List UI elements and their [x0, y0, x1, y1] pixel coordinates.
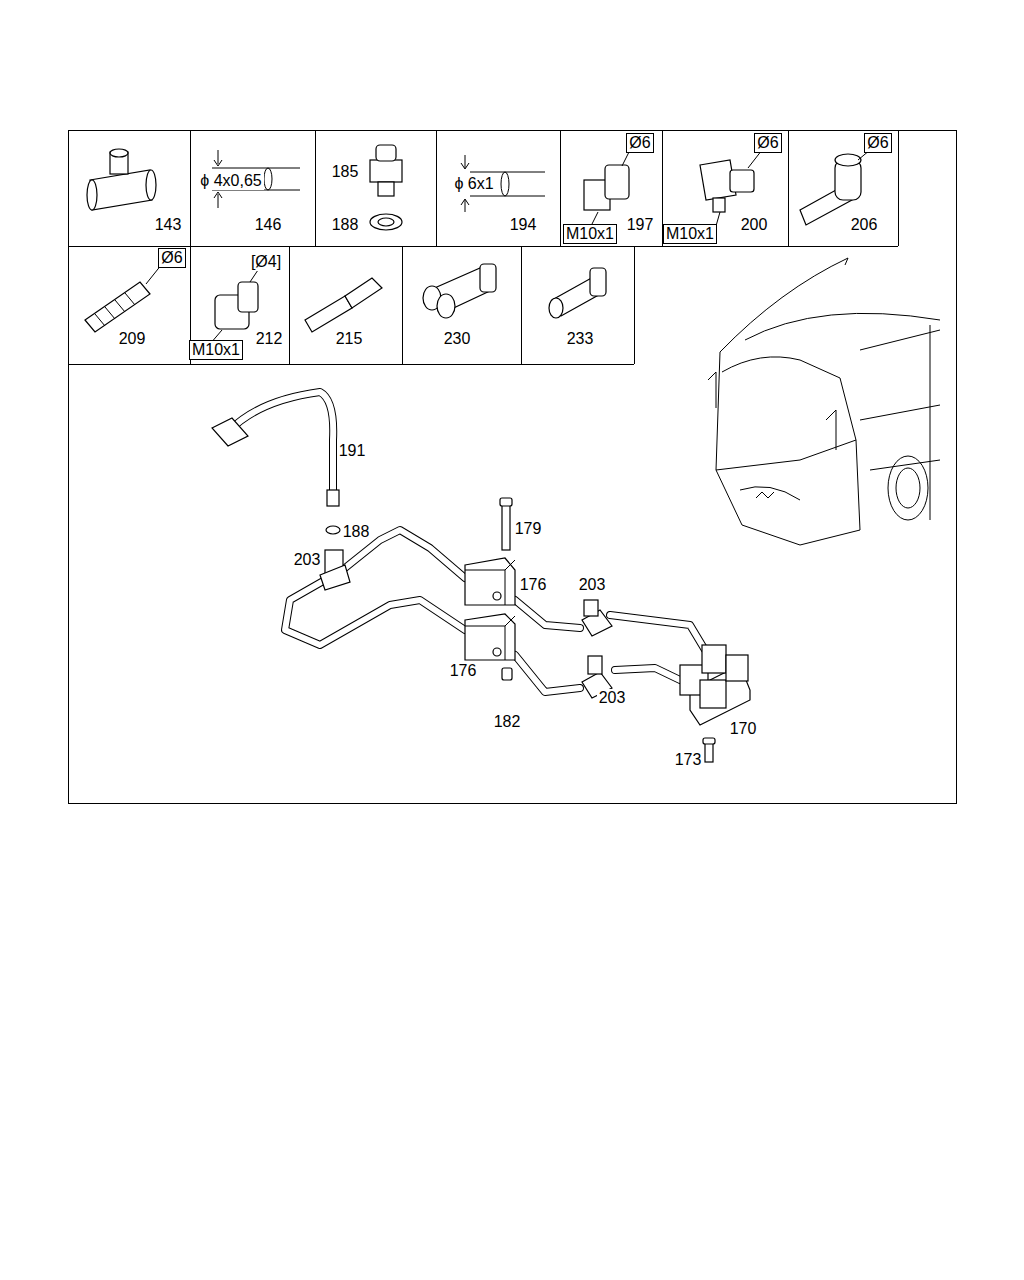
dimension-label: M10x1 [663, 224, 717, 244]
straight-connector [210, 270, 258, 344]
straight-fitting [584, 150, 630, 228]
elbow-connector [305, 278, 382, 332]
callout-number: [Ø4] [249, 253, 283, 271]
y-connector [423, 264, 496, 318]
callout-number: 170 [728, 720, 759, 738]
callout-number: 233 [565, 330, 596, 348]
callout-number: 215 [334, 330, 365, 348]
callout-number: 185 [330, 163, 361, 181]
callout-number: 143 [153, 216, 184, 234]
callout-number: 209 [117, 330, 148, 348]
pressure-switch [370, 145, 402, 230]
callout-number: 146 [253, 216, 284, 234]
callout-number: 188 [341, 523, 372, 541]
callout-number: 182 [492, 713, 523, 731]
dimension-label: ϕ 4x0,65 [198, 172, 263, 190]
callout-number: 191 [337, 442, 368, 460]
grid-lines [68, 130, 899, 365]
vehicle-outline [708, 258, 940, 545]
hose-nipple [85, 264, 162, 332]
callout-number: 176 [448, 662, 479, 680]
banjo-fitting [800, 150, 870, 225]
callout-number: 206 [849, 216, 880, 234]
callout-number: 188 [330, 216, 361, 234]
callout-number: 194 [508, 216, 539, 234]
frame [69, 131, 957, 804]
dimension-label: Ø6 [626, 133, 653, 153]
dimension-label: M10x1 [563, 224, 617, 244]
dimension-label: Ø6 [864, 133, 891, 153]
callout-number: 200 [739, 216, 770, 234]
callout-number: 176 [518, 576, 549, 594]
callout-number: 203 [292, 551, 323, 569]
callout-number: 203 [577, 576, 608, 594]
dimension-label: ϕ 6x1 [452, 175, 495, 193]
assembly-parts [212, 418, 750, 762]
elbow-fitting [700, 150, 762, 226]
callout-number: 212 [254, 330, 285, 348]
straight-union [549, 268, 606, 318]
callout-number: 230 [442, 330, 473, 348]
air-lines [230, 392, 705, 692]
callout-number: 203 [597, 689, 628, 707]
callout-number: 173 [673, 751, 704, 769]
tee-fitting [87, 149, 156, 210]
callout-number: 179 [513, 520, 544, 538]
dimension-label: M10x1 [189, 340, 243, 360]
dimension-label: Ø6 [754, 133, 781, 153]
callout-number: 197 [625, 216, 656, 234]
dimension-label: Ø6 [158, 248, 185, 268]
